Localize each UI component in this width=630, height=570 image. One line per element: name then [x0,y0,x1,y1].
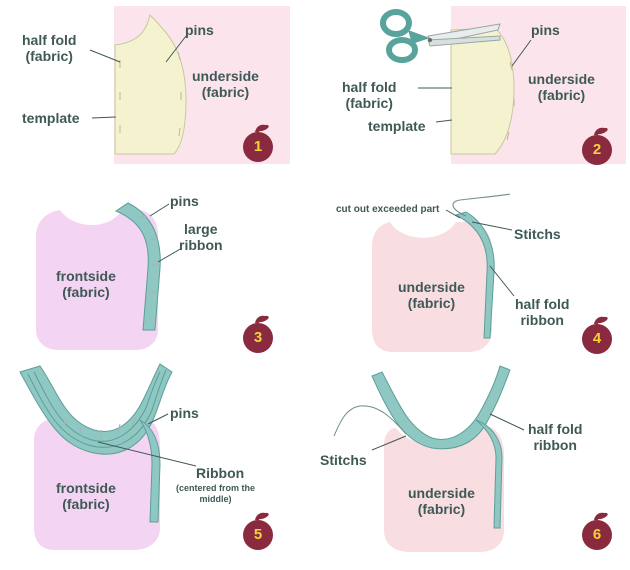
step3-large-ribbon-label: large ribbon [179,221,223,253]
step1-underside-label: underside (fabric) [192,68,259,100]
step4-number: 4 [592,330,602,347]
step4-thread [452,193,511,217]
step5-ribbon-tail [139,419,161,523]
step4-cut-out-label: cut out exceeded part [336,204,440,215]
step6-thread [333,405,407,437]
step2-template-label: template [368,118,426,134]
step2-number: 2 [592,141,602,158]
step3-frontside-label: frontside (fabric) [56,268,116,300]
step5-bib [34,418,160,550]
step1-half-fold-label: half fold (fabric) [22,32,77,64]
step4-half-fold-ribbon [454,211,495,339]
step1-pin-marks [119,51,182,137]
step6-half-fold-ribbon [371,365,511,450]
step5-frontside-label: frontside (fabric) [56,480,116,512]
step2-half-fold-label: half fold (fabric) [342,79,397,111]
step3-number: 3 [253,329,263,346]
step3-bib [36,210,158,350]
step6-number: 6 [592,526,602,543]
step2-leaders [418,39,532,123]
step5-ribbon-note: (centered from the middle) [176,483,256,504]
step3-pin-marks [137,215,161,293]
step4-underside-label: underside (fabric) [398,279,465,311]
step2-pin-marks [506,61,515,141]
step2-underside-label: underside (fabric) [528,71,595,103]
step3-leaders [149,203,183,263]
step5-ribbon-label: Ribbon [196,465,245,481]
step6-ribbon-tail [475,419,503,529]
step6-half-fold-ribbon-label: half fold ribbon [528,421,583,453]
step1-template-label: template [22,110,80,126]
step4-half-fold-ribbon-label: half fold ribbon [515,296,570,328]
step5-leaders [97,413,197,467]
step4-leaders [445,209,515,297]
step6-stitchs-label: Stitchs [320,452,367,468]
step1-number: 1 [253,138,263,155]
step1-template [114,14,187,155]
step2-pins-label: pins [531,22,560,38]
step5-ribbon-u [19,363,173,455]
step4-bib [372,222,492,352]
step6-leaders [371,413,525,451]
step3-large-ribbon [114,202,161,331]
step3-pins-label: pins [170,193,199,209]
step4-stitchs-label: Stitchs [514,226,561,242]
step5-pin-marks [63,417,137,439]
step6-bib [384,426,504,552]
scissors-icon [380,9,501,63]
step1-pins-label: pins [185,22,214,38]
step5-pins-label: pins [170,405,199,421]
step6-underside-label: underside (fabric) [408,485,475,517]
step2-template [450,27,515,155]
step5-number: 5 [253,526,263,543]
step1-leaders [89,35,187,119]
